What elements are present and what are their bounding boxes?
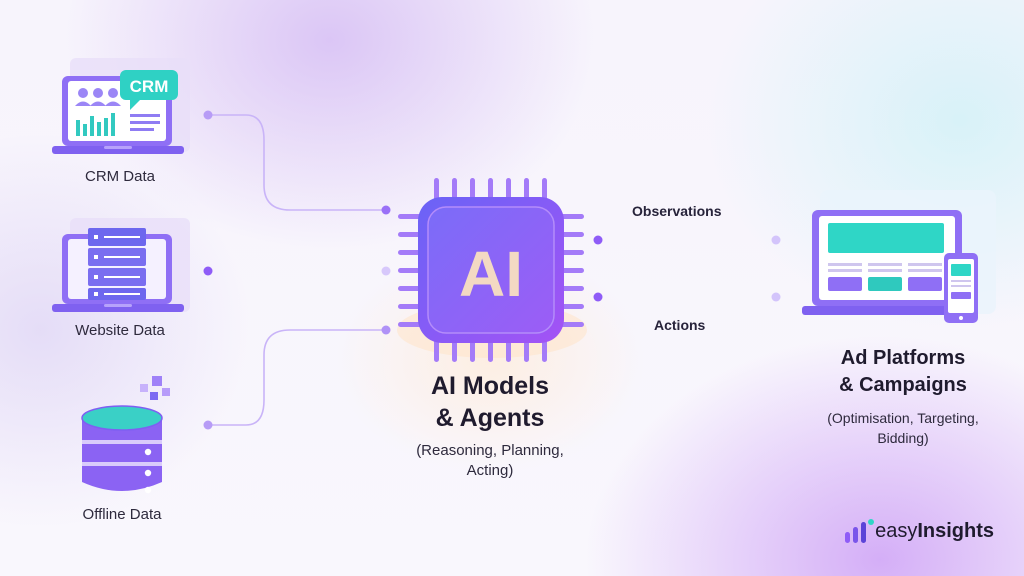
target-title-line1: Ad Platforms: [840, 347, 966, 369]
center-title-line2: & Agents: [435, 404, 545, 432]
easyinsights-bars-icon: [845, 519, 874, 543]
chip-text: AI: [459, 238, 523, 310]
source-connectors: [203, 110, 391, 430]
crm-badge-text: CRM: [130, 77, 169, 96]
flow-label-observations: Observations: [632, 203, 722, 219]
flow-connectors: [593, 235, 781, 302]
target-title-line2: & Campaigns: [839, 374, 967, 396]
crm-laptop-icon: CRM: [52, 58, 190, 154]
database-icon: [81, 376, 170, 494]
center-sub-line2: Acting): [466, 462, 514, 479]
source-label-offline: Offline Data: [82, 506, 162, 523]
target-sub-line2: Bidding): [877, 430, 929, 446]
source-label-crm: CRM Data: [84, 168, 155, 185]
flow-label-actions: Actions: [654, 317, 706, 333]
server-laptop-icon: [52, 218, 190, 312]
brand-name-part1: easy: [875, 520, 918, 542]
ad-platforms-device-icon: [802, 190, 996, 323]
source-label-website: Website Data: [75, 322, 165, 339]
brand-name-part2: Insights: [917, 520, 994, 542]
target-sub-line1: (Optimisation, Targeting,: [827, 410, 979, 426]
center-sub-line1: (Reasoning, Planning,: [416, 442, 564, 459]
center-title-line1: AI Models: [430, 372, 550, 400]
ai-chip-icon: AI: [397, 178, 587, 362]
